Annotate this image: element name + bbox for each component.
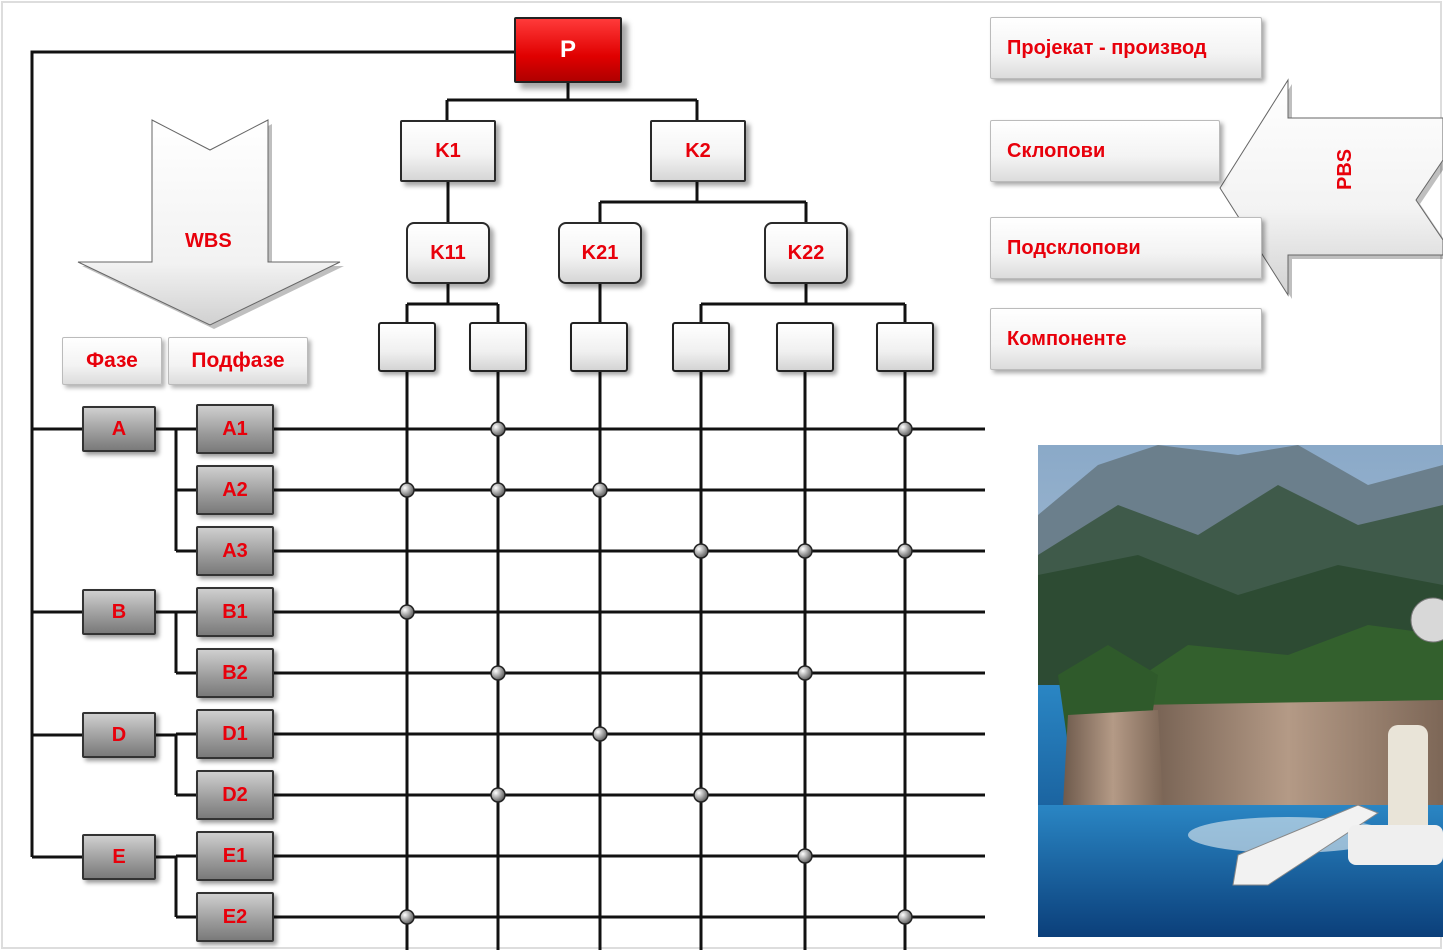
assembly-node-k2[interactable]: K2 bbox=[650, 120, 746, 182]
pbs-label: PBS bbox=[1334, 148, 1356, 190]
connector-line bbox=[598, 182, 808, 222]
subphase-node-a3[interactable]: A3 bbox=[196, 526, 274, 576]
matrix-intersection-node bbox=[592, 482, 608, 498]
matrix-intersection-node bbox=[490, 665, 506, 681]
component-box[interactable] bbox=[776, 322, 834, 372]
connector-line bbox=[445, 83, 699, 120]
matrix-intersection-node bbox=[592, 726, 608, 742]
pbs-arrow bbox=[1219, 78, 1443, 299]
level-assemblies: Склопови bbox=[990, 120, 1220, 182]
subphase-node-d1[interactable]: D1 bbox=[196, 709, 274, 759]
matrix-intersection-node bbox=[490, 421, 506, 437]
root-node-p[interactable]: P bbox=[514, 17, 622, 83]
matrix-intersection-node bbox=[897, 543, 913, 559]
phase-node-e[interactable]: E bbox=[82, 834, 156, 880]
subassembly-node-k21[interactable]: K21 bbox=[558, 222, 642, 284]
level-subassemblies: Подсклопови bbox=[990, 217, 1262, 279]
subassembly-node-k22[interactable]: K22 bbox=[764, 222, 848, 284]
component-box[interactable] bbox=[469, 322, 527, 372]
subassembly-node-k11[interactable]: K11 bbox=[406, 222, 490, 284]
level-components: Компоненте bbox=[990, 308, 1262, 370]
matrix-intersection-node bbox=[897, 421, 913, 437]
matrix-intersection-node bbox=[490, 482, 506, 498]
subphase-node-b1[interactable]: B1 bbox=[196, 587, 274, 637]
matrix-intersection-node bbox=[490, 787, 506, 803]
phase-node-d[interactable]: D bbox=[82, 712, 156, 758]
connector-line bbox=[699, 284, 907, 322]
resort-island-photo bbox=[1038, 445, 1443, 937]
subphase-node-b2[interactable]: B2 bbox=[196, 648, 274, 698]
level-project-product: Пројекат - производ bbox=[990, 17, 1262, 79]
component-box[interactable] bbox=[570, 322, 628, 372]
matrix-intersection-node bbox=[797, 543, 813, 559]
component-box[interactable] bbox=[876, 322, 934, 372]
phases-header: Фазе bbox=[62, 337, 162, 385]
component-box[interactable] bbox=[672, 322, 730, 372]
assembly-node-k1[interactable]: K1 bbox=[400, 120, 496, 182]
subphases-header: Подфазе bbox=[168, 337, 308, 385]
connector-line bbox=[30, 50, 514, 857]
subphase-node-e2[interactable]: E2 bbox=[196, 892, 274, 942]
matrix-intersection-node bbox=[797, 665, 813, 681]
subphase-node-a1[interactable]: A1 bbox=[196, 404, 274, 454]
matrix-intersection-node bbox=[797, 848, 813, 864]
matrix-intersection-node bbox=[399, 482, 415, 498]
subphase-node-a2[interactable]: A2 bbox=[196, 465, 274, 515]
phase-node-a[interactable]: A bbox=[82, 406, 156, 452]
matrix-intersection-node bbox=[693, 787, 709, 803]
matrix-intersection-node bbox=[399, 604, 415, 620]
matrix-intersection-node bbox=[693, 543, 709, 559]
phase-node-b[interactable]: B bbox=[82, 589, 156, 635]
component-box[interactable] bbox=[378, 322, 436, 372]
wbs-arrow bbox=[77, 119, 344, 329]
matrix-intersection-node bbox=[897, 909, 913, 925]
subphase-node-d2[interactable]: D2 bbox=[196, 770, 274, 820]
wbs-label: WBS bbox=[185, 230, 232, 252]
connector-line bbox=[405, 284, 500, 322]
matrix-intersection-node bbox=[399, 909, 415, 925]
subphase-node-e1[interactable]: E1 bbox=[196, 831, 274, 881]
